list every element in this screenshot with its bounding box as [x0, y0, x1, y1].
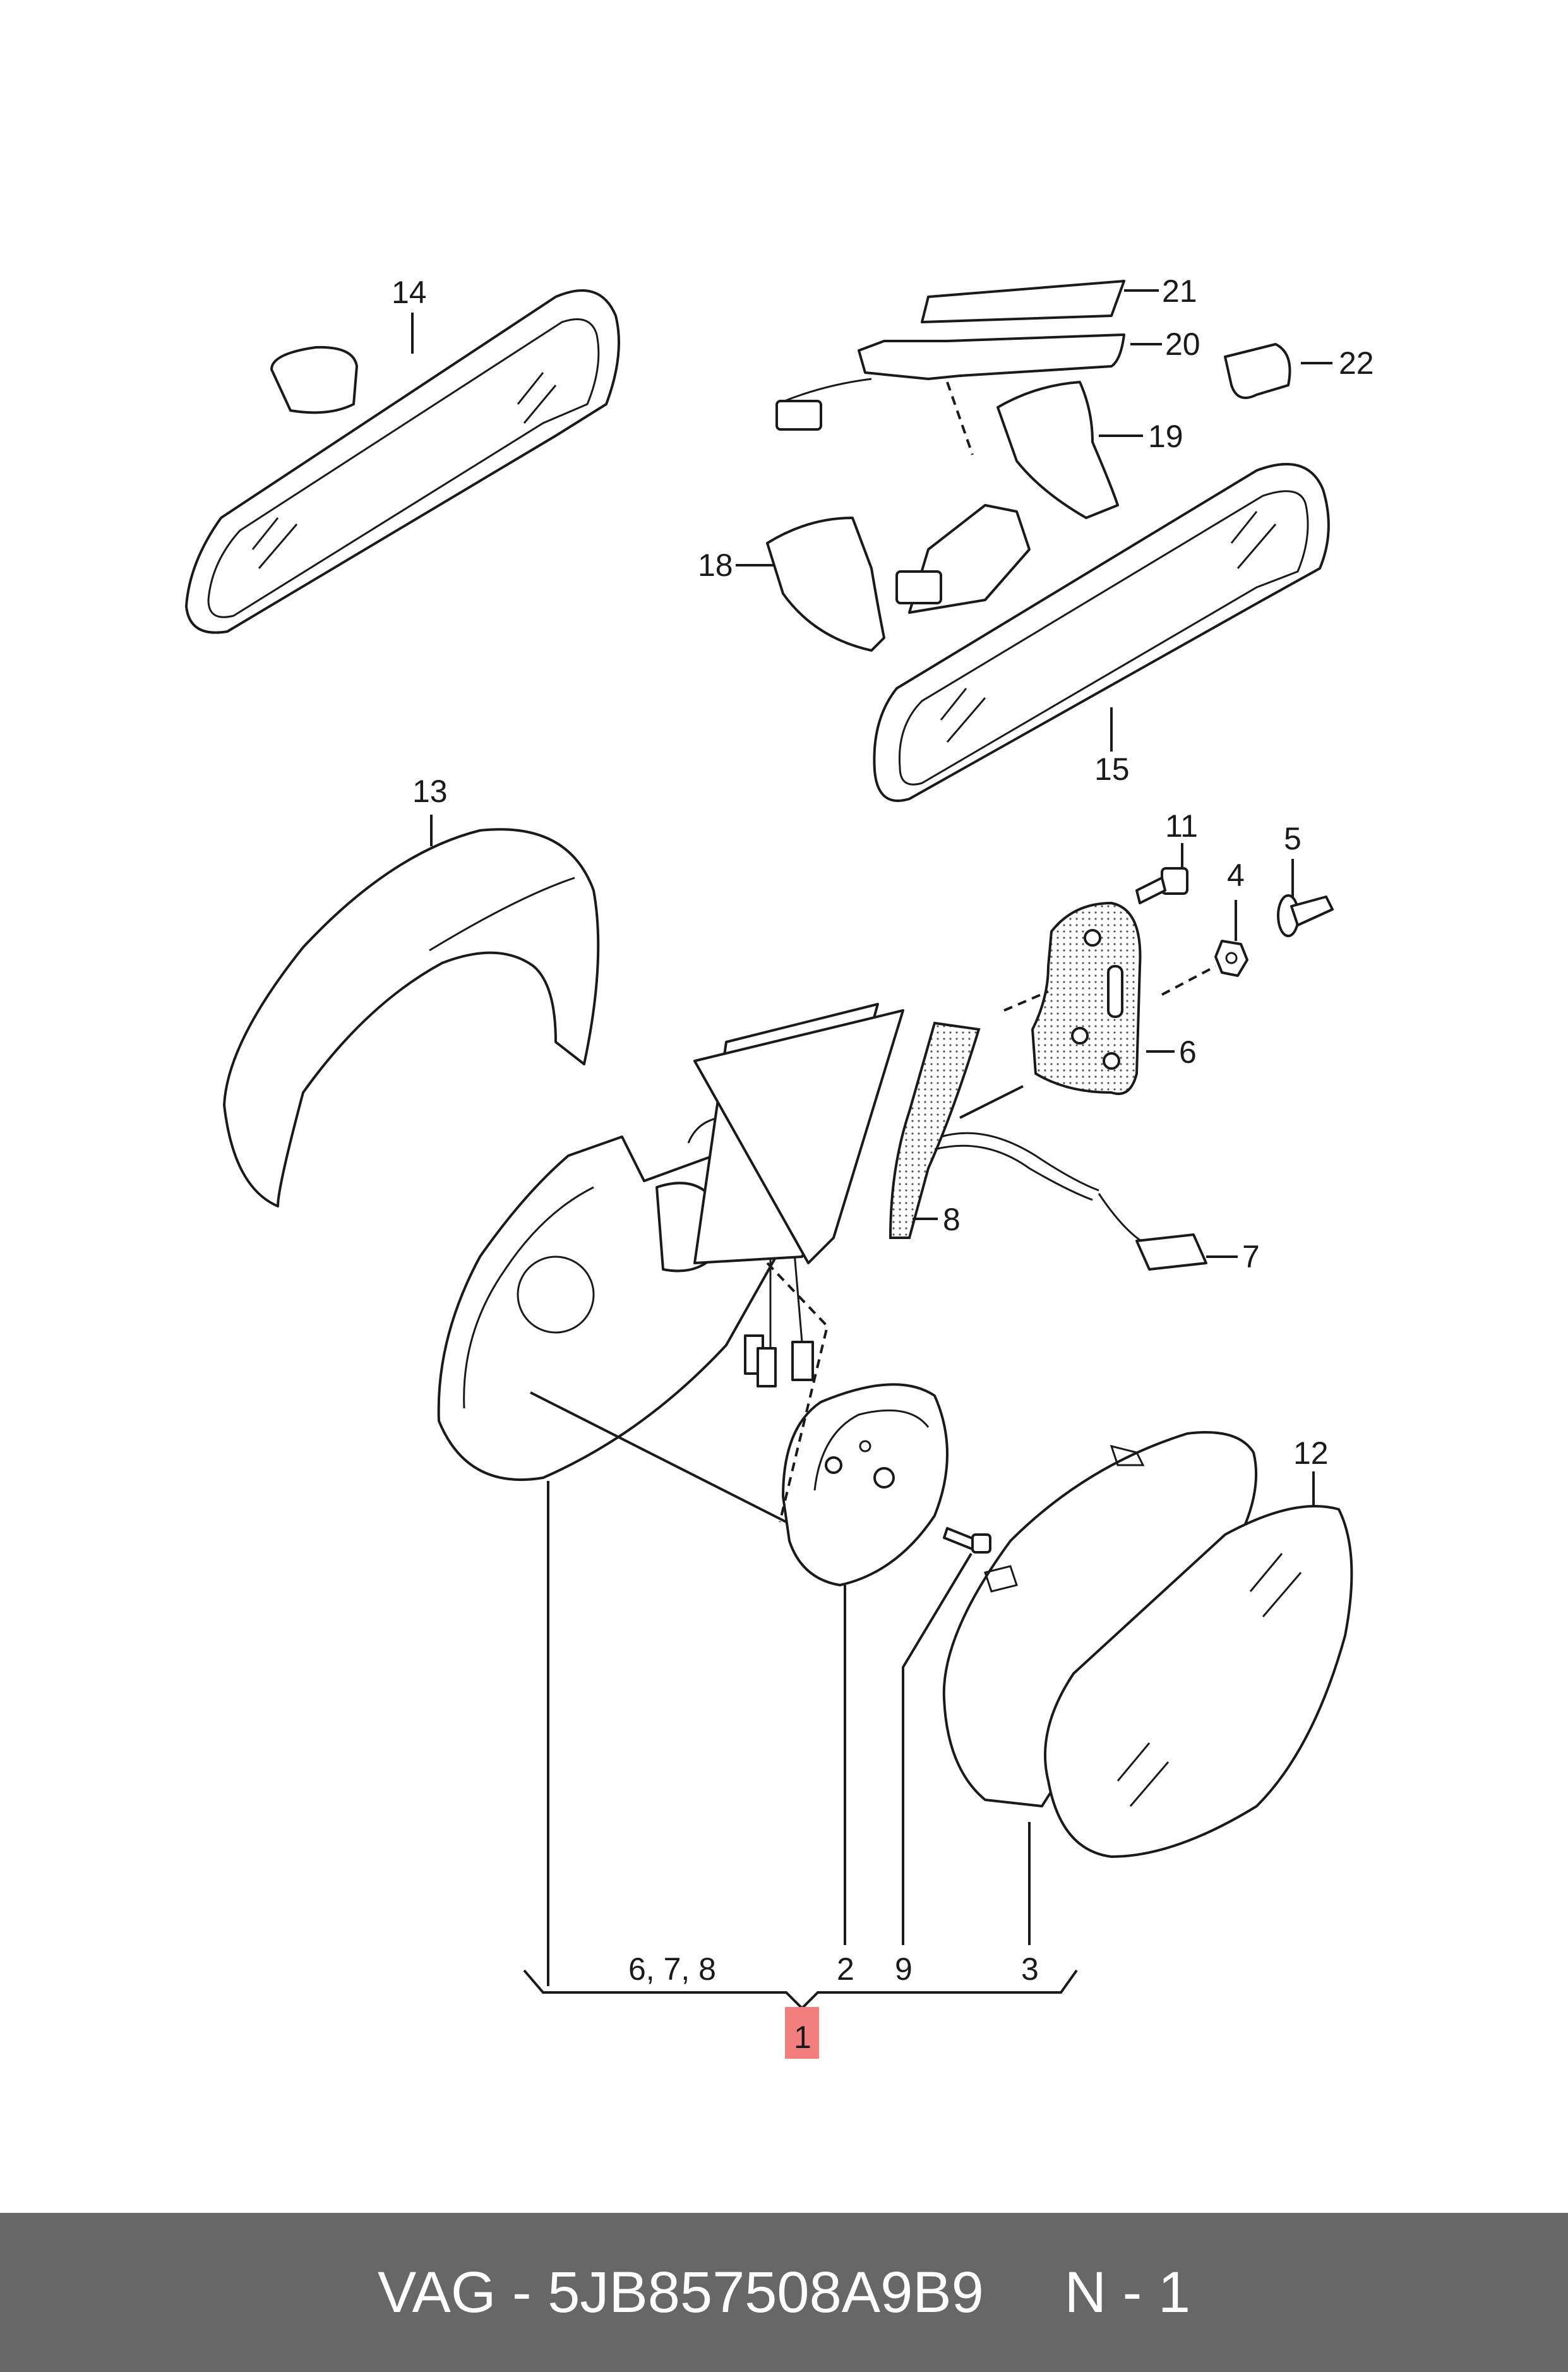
callout-13: 13 [412, 774, 448, 809]
screw-11 [1135, 867, 1188, 904]
callout-9: 9 [895, 1951, 913, 1987]
callout-7: 7 [1242, 1239, 1260, 1274]
interior-mirror-15 [873, 463, 1330, 802]
callout-1: 1 [794, 2020, 811, 2055]
callout-21: 21 [1162, 273, 1197, 309]
heater-element-8 [889, 1021, 981, 1239]
footer-bar: VAG - 5JB857508A9B9 N - 1 [0, 2213, 1568, 2372]
cover-18 [766, 517, 885, 652]
callout-11: 11 [1165, 808, 1198, 844]
screw-9 [943, 1527, 991, 1554]
cable-connector-7 [934, 1132, 1207, 1271]
mirror-bracket-21 [921, 280, 1125, 323]
footer-gap [984, 2260, 1065, 2326]
callout-14: 14 [392, 275, 427, 310]
callout-18: 18 [698, 548, 733, 583]
callout-15: 15 [1094, 752, 1130, 787]
callout-20: 20 [1165, 326, 1200, 362]
callout-8: 8 [943, 1202, 961, 1237]
callout-group-6-7-8: 6, 7, 8 [628, 1951, 716, 1987]
glass-plates [693, 1003, 904, 1264]
mirror-bracket-20 [775, 333, 1125, 431]
actuator-motor-2 [782, 1383, 949, 1586]
footer-part-number: 5JB857508A9B9 [548, 2260, 984, 2325]
callout-19: 19 [1148, 419, 1183, 454]
callout-3: 3 [1021, 1951, 1039, 1987]
footer-note: N - 1 [1064, 2260, 1190, 2325]
clip-22 [1224, 343, 1291, 399]
callout-5: 5 [1284, 821, 1302, 856]
exploded-parts-diagram: 14 21 20 22 19 18 15 13 11 4 5 6 8 7 12 … [185, 273, 1374, 2059]
mirror-shell-3 [942, 1431, 1258, 1807]
callout-4: 4 [1227, 858, 1245, 893]
callout-6: 6 [1179, 1034, 1197, 1070]
interior-mirror-14 [185, 289, 620, 634]
callout-22: 22 [1339, 345, 1374, 381]
footer-separator: - [496, 2260, 548, 2325]
main-item-highlight [785, 2007, 819, 2059]
bolt-5 [1277, 894, 1334, 937]
callout-12: 12 [1293, 1435, 1329, 1471]
cover-19 [996, 381, 1119, 519]
mirror-cap-13 [223, 828, 600, 1207]
nut-4 [1214, 940, 1248, 977]
footer-brand: VAG [377, 2260, 496, 2325]
mirror-glass-12 [1044, 1505, 1353, 1858]
callout-2: 2 [837, 1951, 854, 1987]
mounting-plate-6 [1031, 901, 1142, 1095]
